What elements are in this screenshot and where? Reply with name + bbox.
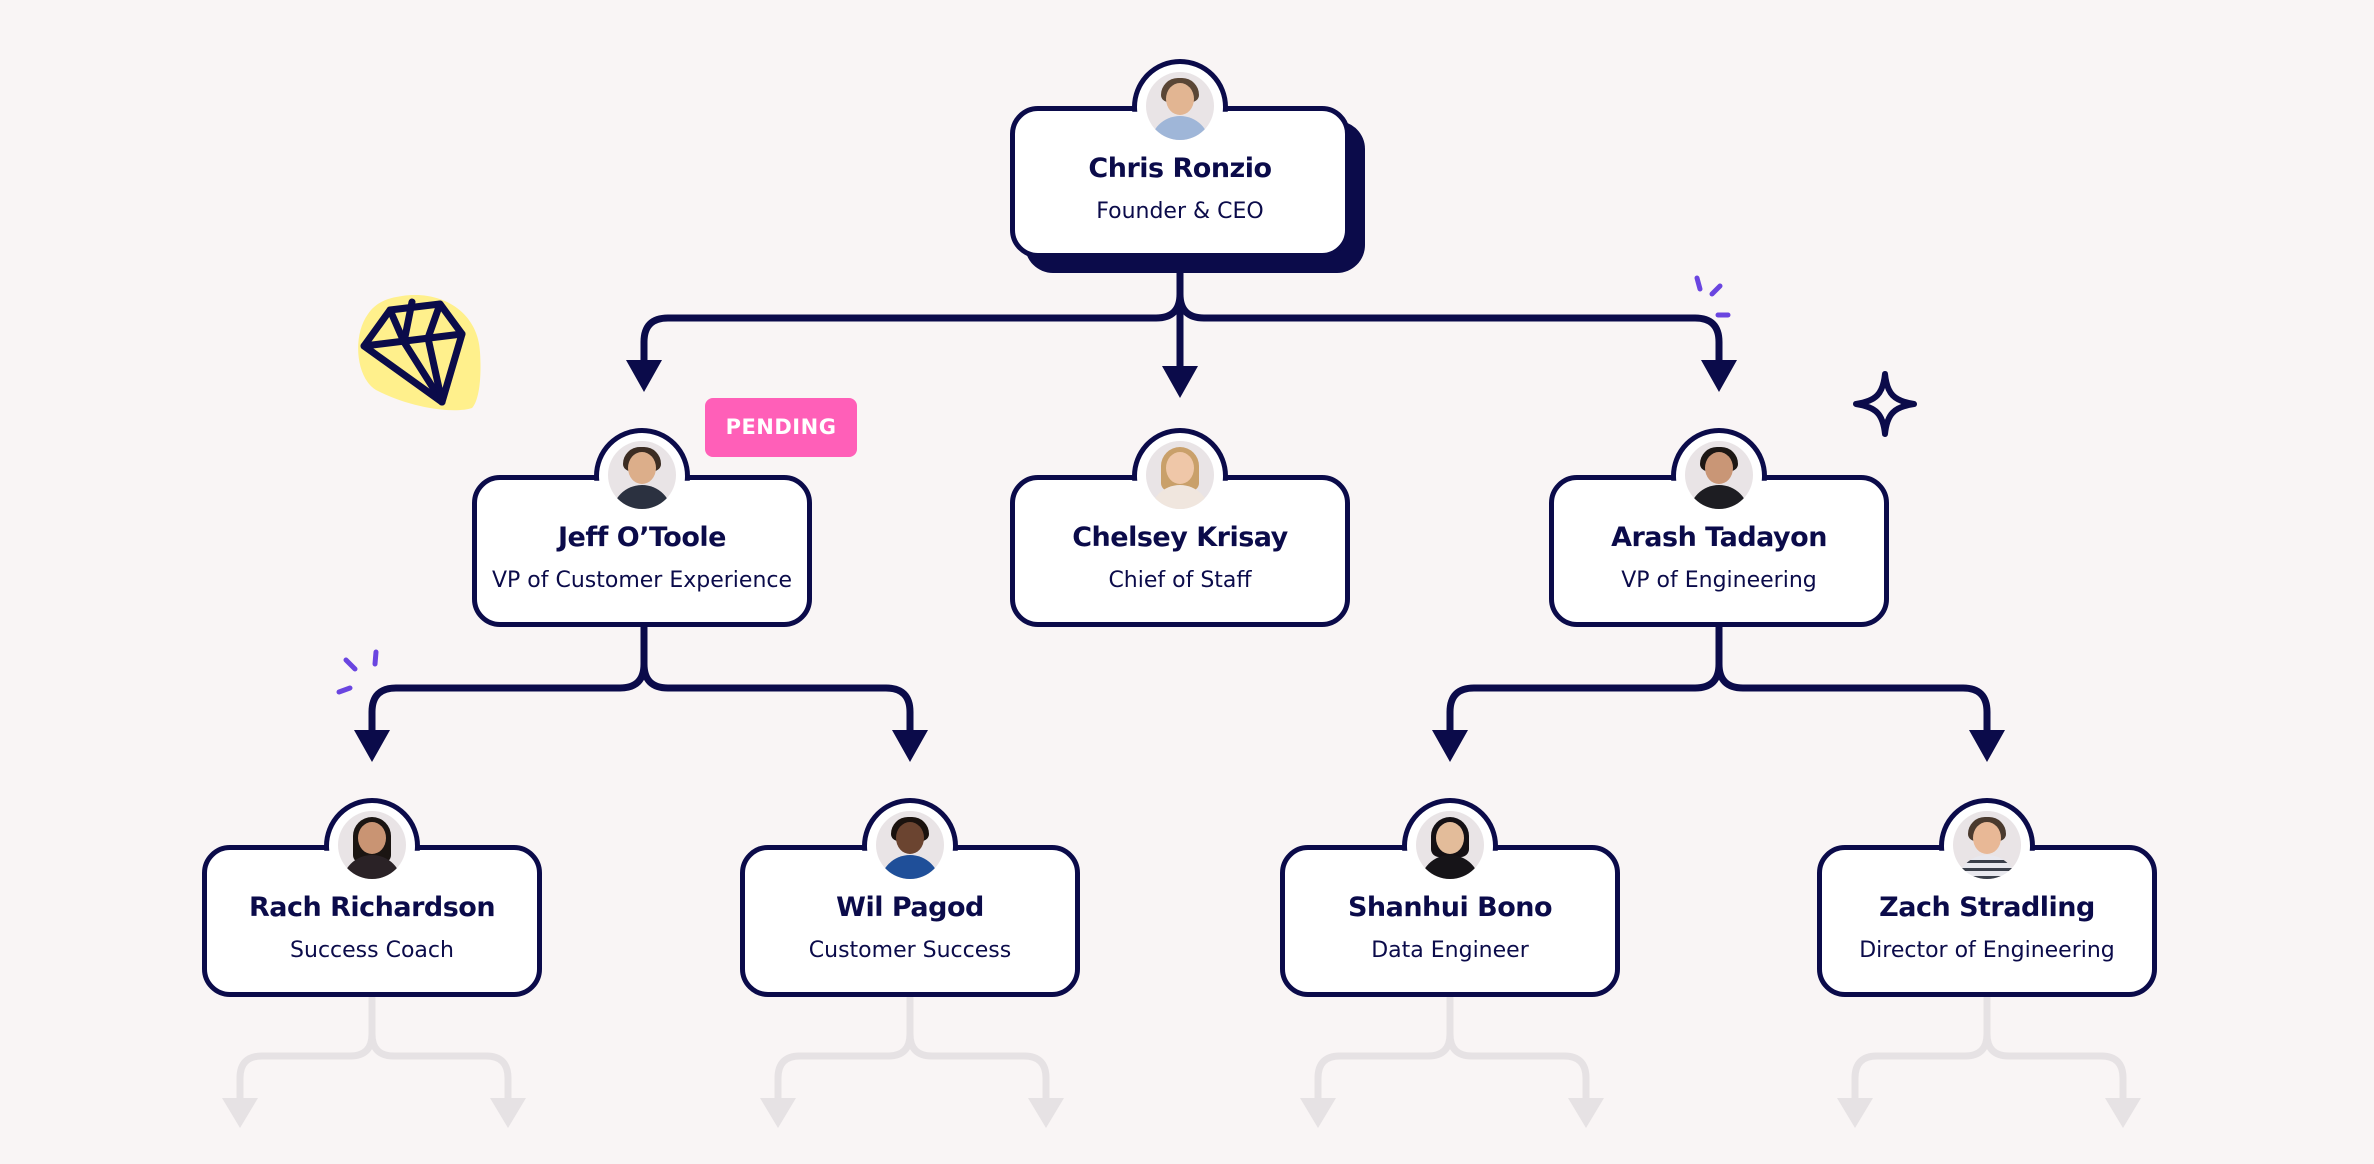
person-role: Customer Success: [808, 938, 1012, 963]
connector-ceo-to-vp-eng: [1176, 264, 1723, 366]
person-role: Success Coach: [290, 938, 454, 963]
avatar: [1685, 441, 1753, 509]
org-card-vp-cx[interactable]: Jeff O’Toole VP of Customer Experience: [472, 428, 812, 627]
connector-vp-eng-to-director-eng: [1715, 618, 1991, 736]
arrowhead: [1162, 366, 1198, 398]
person-role: Data Engineer: [1371, 938, 1529, 963]
person-name: Zach Stradling: [1879, 892, 2095, 923]
avatar: [1416, 811, 1484, 879]
person-role: VP of Customer Experience: [491, 568, 793, 593]
person-name: Wil Pagod: [836, 892, 984, 923]
org-card-customer-success[interactable]: Wil Pagod Customer Success: [740, 798, 1080, 997]
avatar: [1146, 441, 1214, 509]
person-name: Shanhui Bono: [1347, 892, 1553, 923]
connector-vp-eng-to-data-engineer: [1446, 618, 1723, 736]
person-role: Founder & CEO: [1096, 199, 1264, 224]
arrowhead: [1701, 360, 1737, 392]
avatar: [1146, 72, 1214, 140]
org-card-success-coach[interactable]: Rach Richardson Success Coach: [202, 798, 542, 997]
avatar: [338, 811, 406, 879]
person-name: Chris Ronzio: [1088, 153, 1272, 184]
person-role: Director of Engineering: [1859, 938, 2115, 963]
sparkle-icon: [1853, 371, 1917, 437]
arrowhead: [1969, 730, 2005, 762]
org-card-data-engineer[interactable]: Shanhui Bono Data Engineer: [1280, 798, 1620, 997]
avatar: [876, 811, 944, 879]
faded-connector: [1314, 994, 1590, 1104]
arrowhead: [1432, 730, 1468, 762]
arrowhead: [626, 360, 662, 392]
faded-connector: [1851, 994, 2127, 1104]
connector-vp-cx-to-success-coach: [368, 618, 648, 736]
person-name: Arash Tadayon: [1611, 522, 1827, 553]
arrowhead: [892, 730, 928, 762]
burst-lines-icon: [1694, 275, 1731, 318]
org-card-director-eng[interactable]: Zach Stradling Director of Engineering: [1817, 798, 2157, 997]
person-name: Jeff O’Toole: [558, 522, 726, 553]
person-name: Chelsey Krisay: [1072, 522, 1288, 553]
person-name: Rach Richardson: [248, 892, 496, 923]
avatar: [1953, 811, 2021, 879]
connector-vp-cx-to-customer-success: [640, 618, 914, 736]
org-card-vp-eng[interactable]: Arash Tadayon VP of Engineering: [1549, 428, 1889, 627]
diamond-icon: [358, 295, 481, 411]
faded-connector: [774, 994, 1050, 1104]
person-role: VP of Engineering: [1621, 568, 1817, 593]
faded-connector: [236, 994, 512, 1104]
person-role: Chief of Staff: [1108, 568, 1252, 593]
burst-lines-icon: [336, 649, 379, 695]
avatar: [608, 441, 676, 509]
arrowhead: [354, 730, 390, 762]
org-card-ceo[interactable]: Chris Ronzio Founder & CEO: [1010, 59, 1350, 258]
org-card-chief-of-staff[interactable]: Chelsey Krisay Chief of Staff: [1010, 428, 1350, 627]
connector-ceo-to-vp-cx: [640, 264, 1184, 366]
status-badge: PENDING: [705, 398, 857, 457]
